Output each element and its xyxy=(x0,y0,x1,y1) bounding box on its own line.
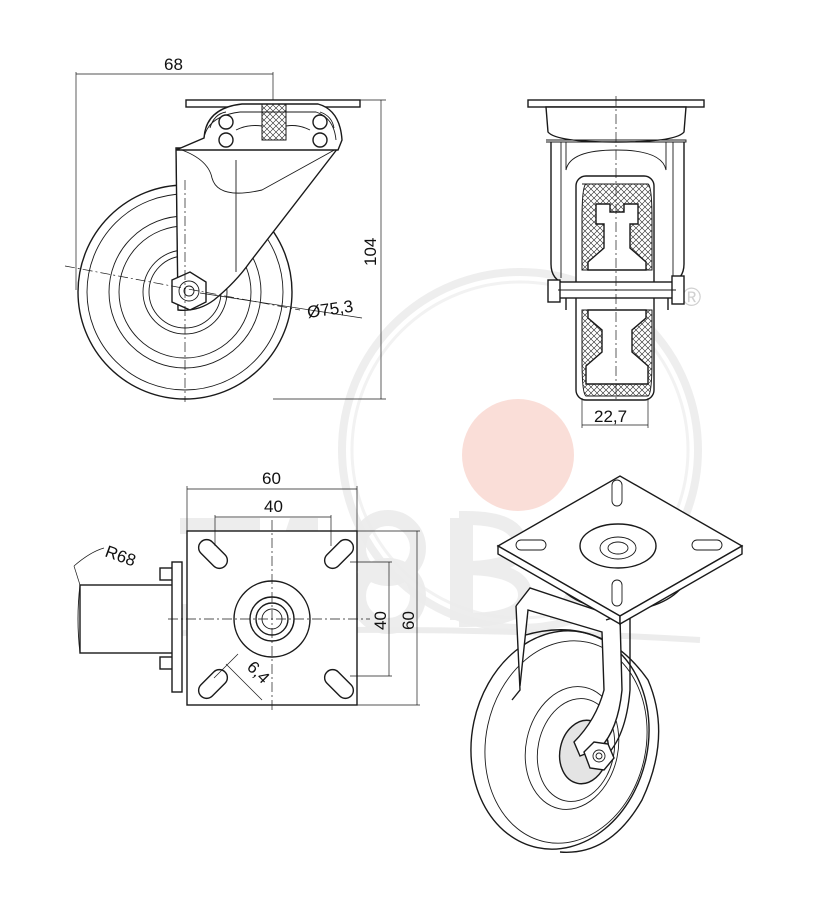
dim-side-height: 104 xyxy=(361,238,380,266)
dim-side-width: 68 xyxy=(164,55,183,74)
registered-mark: ® xyxy=(682,282,701,312)
dim-wheel-diameter: Ø75,3 xyxy=(306,297,355,322)
dim-bolt-spacing-y: 40 xyxy=(371,611,390,630)
side-view xyxy=(64,72,386,402)
dim-plate-height: 60 xyxy=(399,611,418,630)
front-section-view xyxy=(527,96,705,428)
dim-plate-width: 60 xyxy=(262,469,281,488)
isometric-view xyxy=(470,475,744,853)
top-plate-view xyxy=(73,486,420,712)
dim-bolt-spacing-x: 40 xyxy=(264,497,283,516)
dim-swivel-radius: R68 xyxy=(103,542,139,571)
dim-tread-width: 22,7 xyxy=(594,407,627,426)
